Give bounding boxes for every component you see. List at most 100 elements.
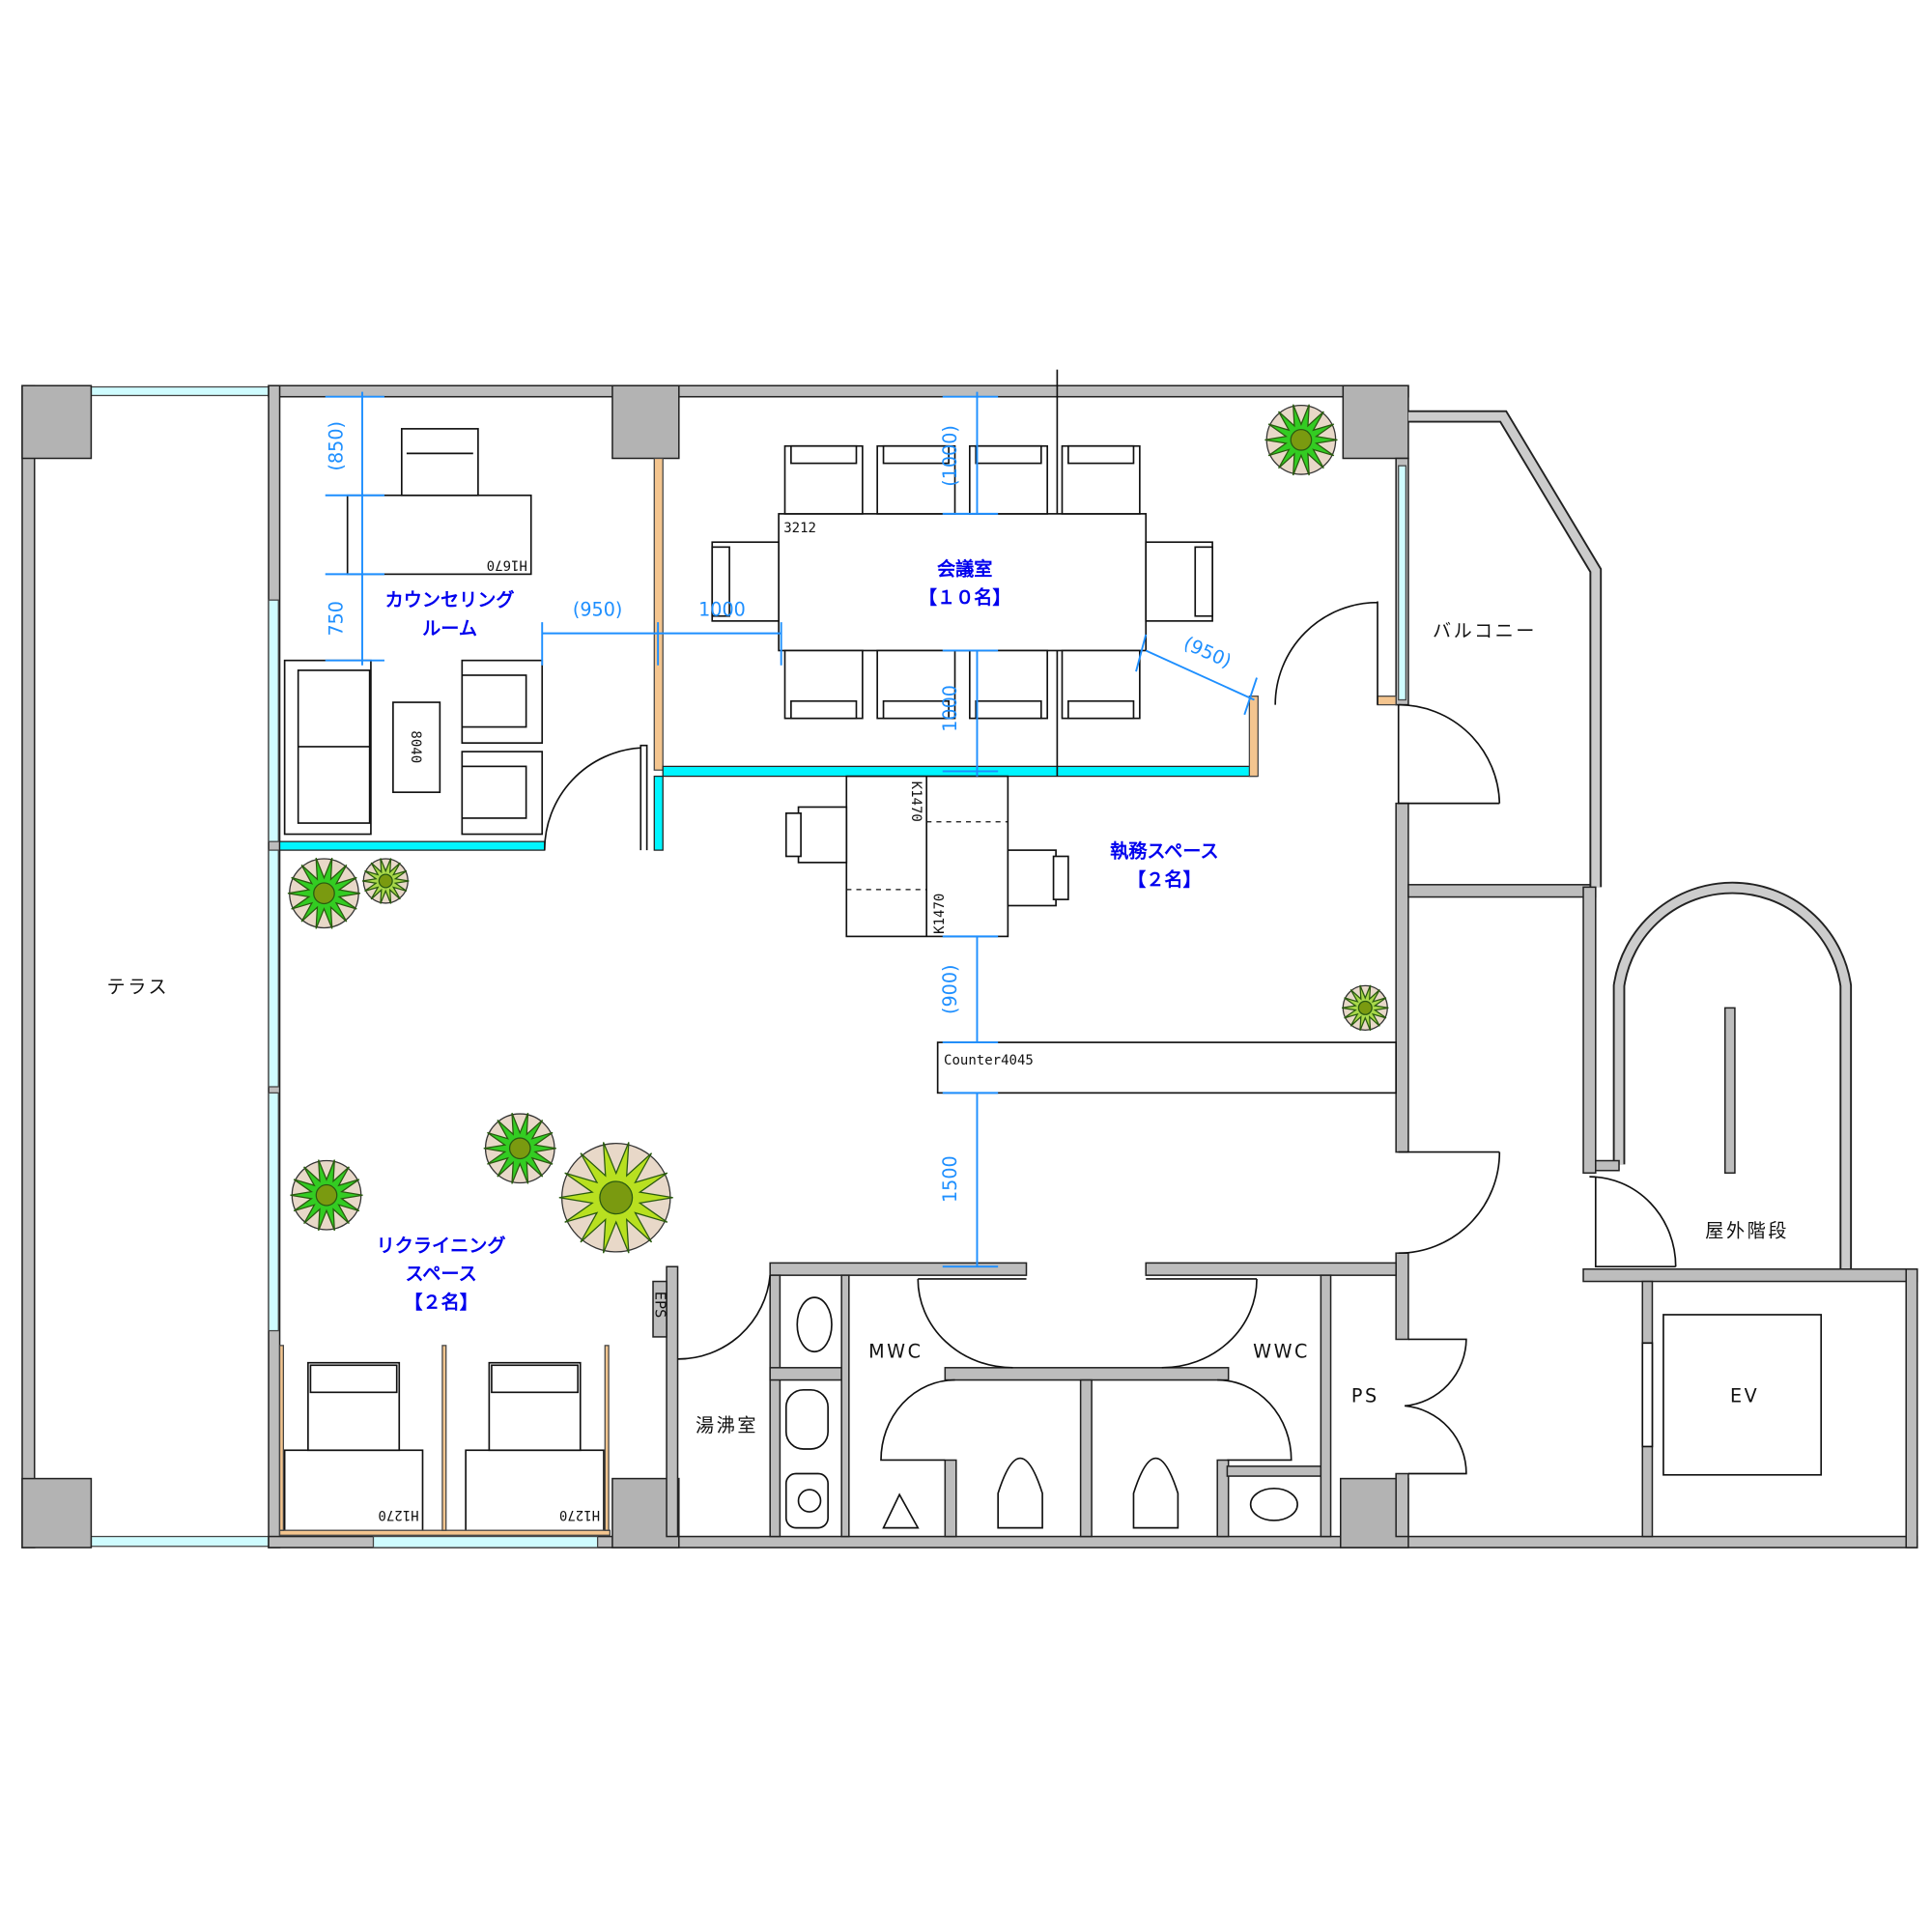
potted-plant-icon [290, 1159, 363, 1232]
wc-wall [840, 1274, 850, 1538]
counseling-door[interactable] [543, 744, 648, 851]
balcony-door[interactable] [1397, 703, 1501, 805]
wc-wall [769, 1367, 842, 1381]
window [268, 599, 279, 842]
office-chair-back [1052, 855, 1069, 900]
ev-label: EV [1730, 1385, 1759, 1407]
chair [876, 444, 956, 515]
wc-wall [769, 1262, 1028, 1276]
potted-plant-icon [362, 858, 410, 904]
dim-counsel [325, 391, 384, 666]
office-chair [797, 806, 848, 864]
chair [968, 649, 1049, 720]
wc-wall [1320, 1274, 1332, 1538]
ev-top-wall [1582, 1268, 1918, 1283]
meeting-label-2: 【１０名】 [919, 586, 1011, 609]
armchair-seat [461, 674, 527, 728]
terrace-label: テラス [107, 976, 170, 998]
sink [796, 1296, 833, 1353]
chair [400, 428, 479, 497]
outdoor-stairs-label: 屋外階段 [1705, 1220, 1789, 1242]
chair [968, 444, 1049, 515]
ev-right-wall [1905, 1268, 1918, 1548]
column [21, 384, 93, 460]
elevator [1662, 1314, 1823, 1476]
mwc-door[interactable] [917, 1278, 1027, 1369]
wc-wall [769, 1274, 781, 1538]
meeting-label-1: 会議室 [937, 558, 992, 581]
wc-wall [1145, 1262, 1397, 1276]
eps-shaft [652, 1280, 668, 1338]
mwc-label: MWC [868, 1341, 923, 1363]
kitchen-sink [784, 1388, 829, 1450]
kitchenette-label: 湯沸室 [696, 1414, 758, 1436]
office-label-1: 執務スペース [1110, 840, 1218, 863]
stair-arch-fill [1614, 883, 1851, 1272]
washbasin [1249, 1487, 1298, 1521]
recliner-b-head [491, 1364, 580, 1394]
chair [711, 541, 780, 622]
dim-1500: 1500 [939, 1155, 961, 1203]
balcony-rail [1407, 410, 1603, 888]
interior-wall [1395, 802, 1409, 1153]
toilet-door-m[interactable] [880, 1378, 955, 1462]
wc-wall [1226, 1465, 1322, 1477]
wc-wall [1079, 1378, 1093, 1538]
recliner-label-a: H1270 [378, 1507, 418, 1522]
eps-wall [666, 1265, 679, 1538]
terrace-left-wall [21, 384, 36, 1548]
window [1398, 465, 1406, 701]
recliner-a-head [309, 1364, 398, 1394]
reclining-label-3: 【２名】 [404, 1292, 478, 1314]
eps-label: EPS [652, 1292, 669, 1319]
window [268, 1092, 279, 1332]
dim-table [942, 391, 999, 777]
balcony-wall [1407, 884, 1597, 898]
dim-850: (850) [326, 421, 348, 470]
glass-partition-counseling [278, 840, 546, 851]
recliner-rail [278, 1345, 285, 1531]
recliner-rail [278, 1529, 611, 1536]
office-chair-back [784, 812, 802, 858]
toilet-door-w[interactable] [1217, 1378, 1293, 1462]
ps-door[interactable] [1405, 1338, 1467, 1475]
recliner-rail [441, 1345, 447, 1531]
meeting-room-door[interactable] [1274, 601, 1378, 705]
desk-label-b: K1470 [932, 894, 948, 934]
column [1342, 384, 1409, 460]
potted-plant-icon [483, 1112, 556, 1184]
dim-900: (900) [939, 965, 961, 1014]
plants [287, 404, 1389, 1254]
ps-label: PS [1351, 1385, 1379, 1407]
wc-wall [944, 1459, 957, 1538]
reclining-label-1: リクライニング [377, 1235, 506, 1257]
low-table [392, 701, 441, 793]
furniture [278, 428, 1397, 1536]
desk-label-a: K1470 [908, 781, 923, 822]
wwc-door[interactable] [1146, 1278, 1258, 1369]
counseling-desk-label: H1670 [487, 556, 527, 572]
meeting-chairs [711, 444, 1213, 720]
walls [21, 369, 1918, 1548]
chair [1061, 444, 1141, 515]
corridor-door[interactable] [1398, 1151, 1501, 1255]
dim-950-diag: (950) [1180, 632, 1235, 672]
dim-1000-top: (1000) [939, 425, 961, 487]
dim-horizontal [541, 622, 782, 666]
kitchenette-door[interactable] [677, 1275, 772, 1360]
dim-diagonal [1135, 634, 1258, 716]
column [611, 384, 680, 460]
chair [876, 649, 956, 720]
potted-plant-icon [1264, 404, 1338, 476]
stair-door[interactable] [1589, 1176, 1677, 1268]
ev-opening [1641, 1342, 1654, 1448]
urinal [882, 1492, 920, 1529]
chair [783, 649, 864, 720]
dim-950: (950) [573, 599, 622, 621]
window [268, 849, 279, 1088]
dim-1000: 1000 [698, 599, 746, 621]
chair [1061, 649, 1141, 720]
stair-stub [1595, 1159, 1620, 1172]
toilet-w [1132, 1458, 1179, 1529]
interior-wall [1395, 1472, 1409, 1538]
